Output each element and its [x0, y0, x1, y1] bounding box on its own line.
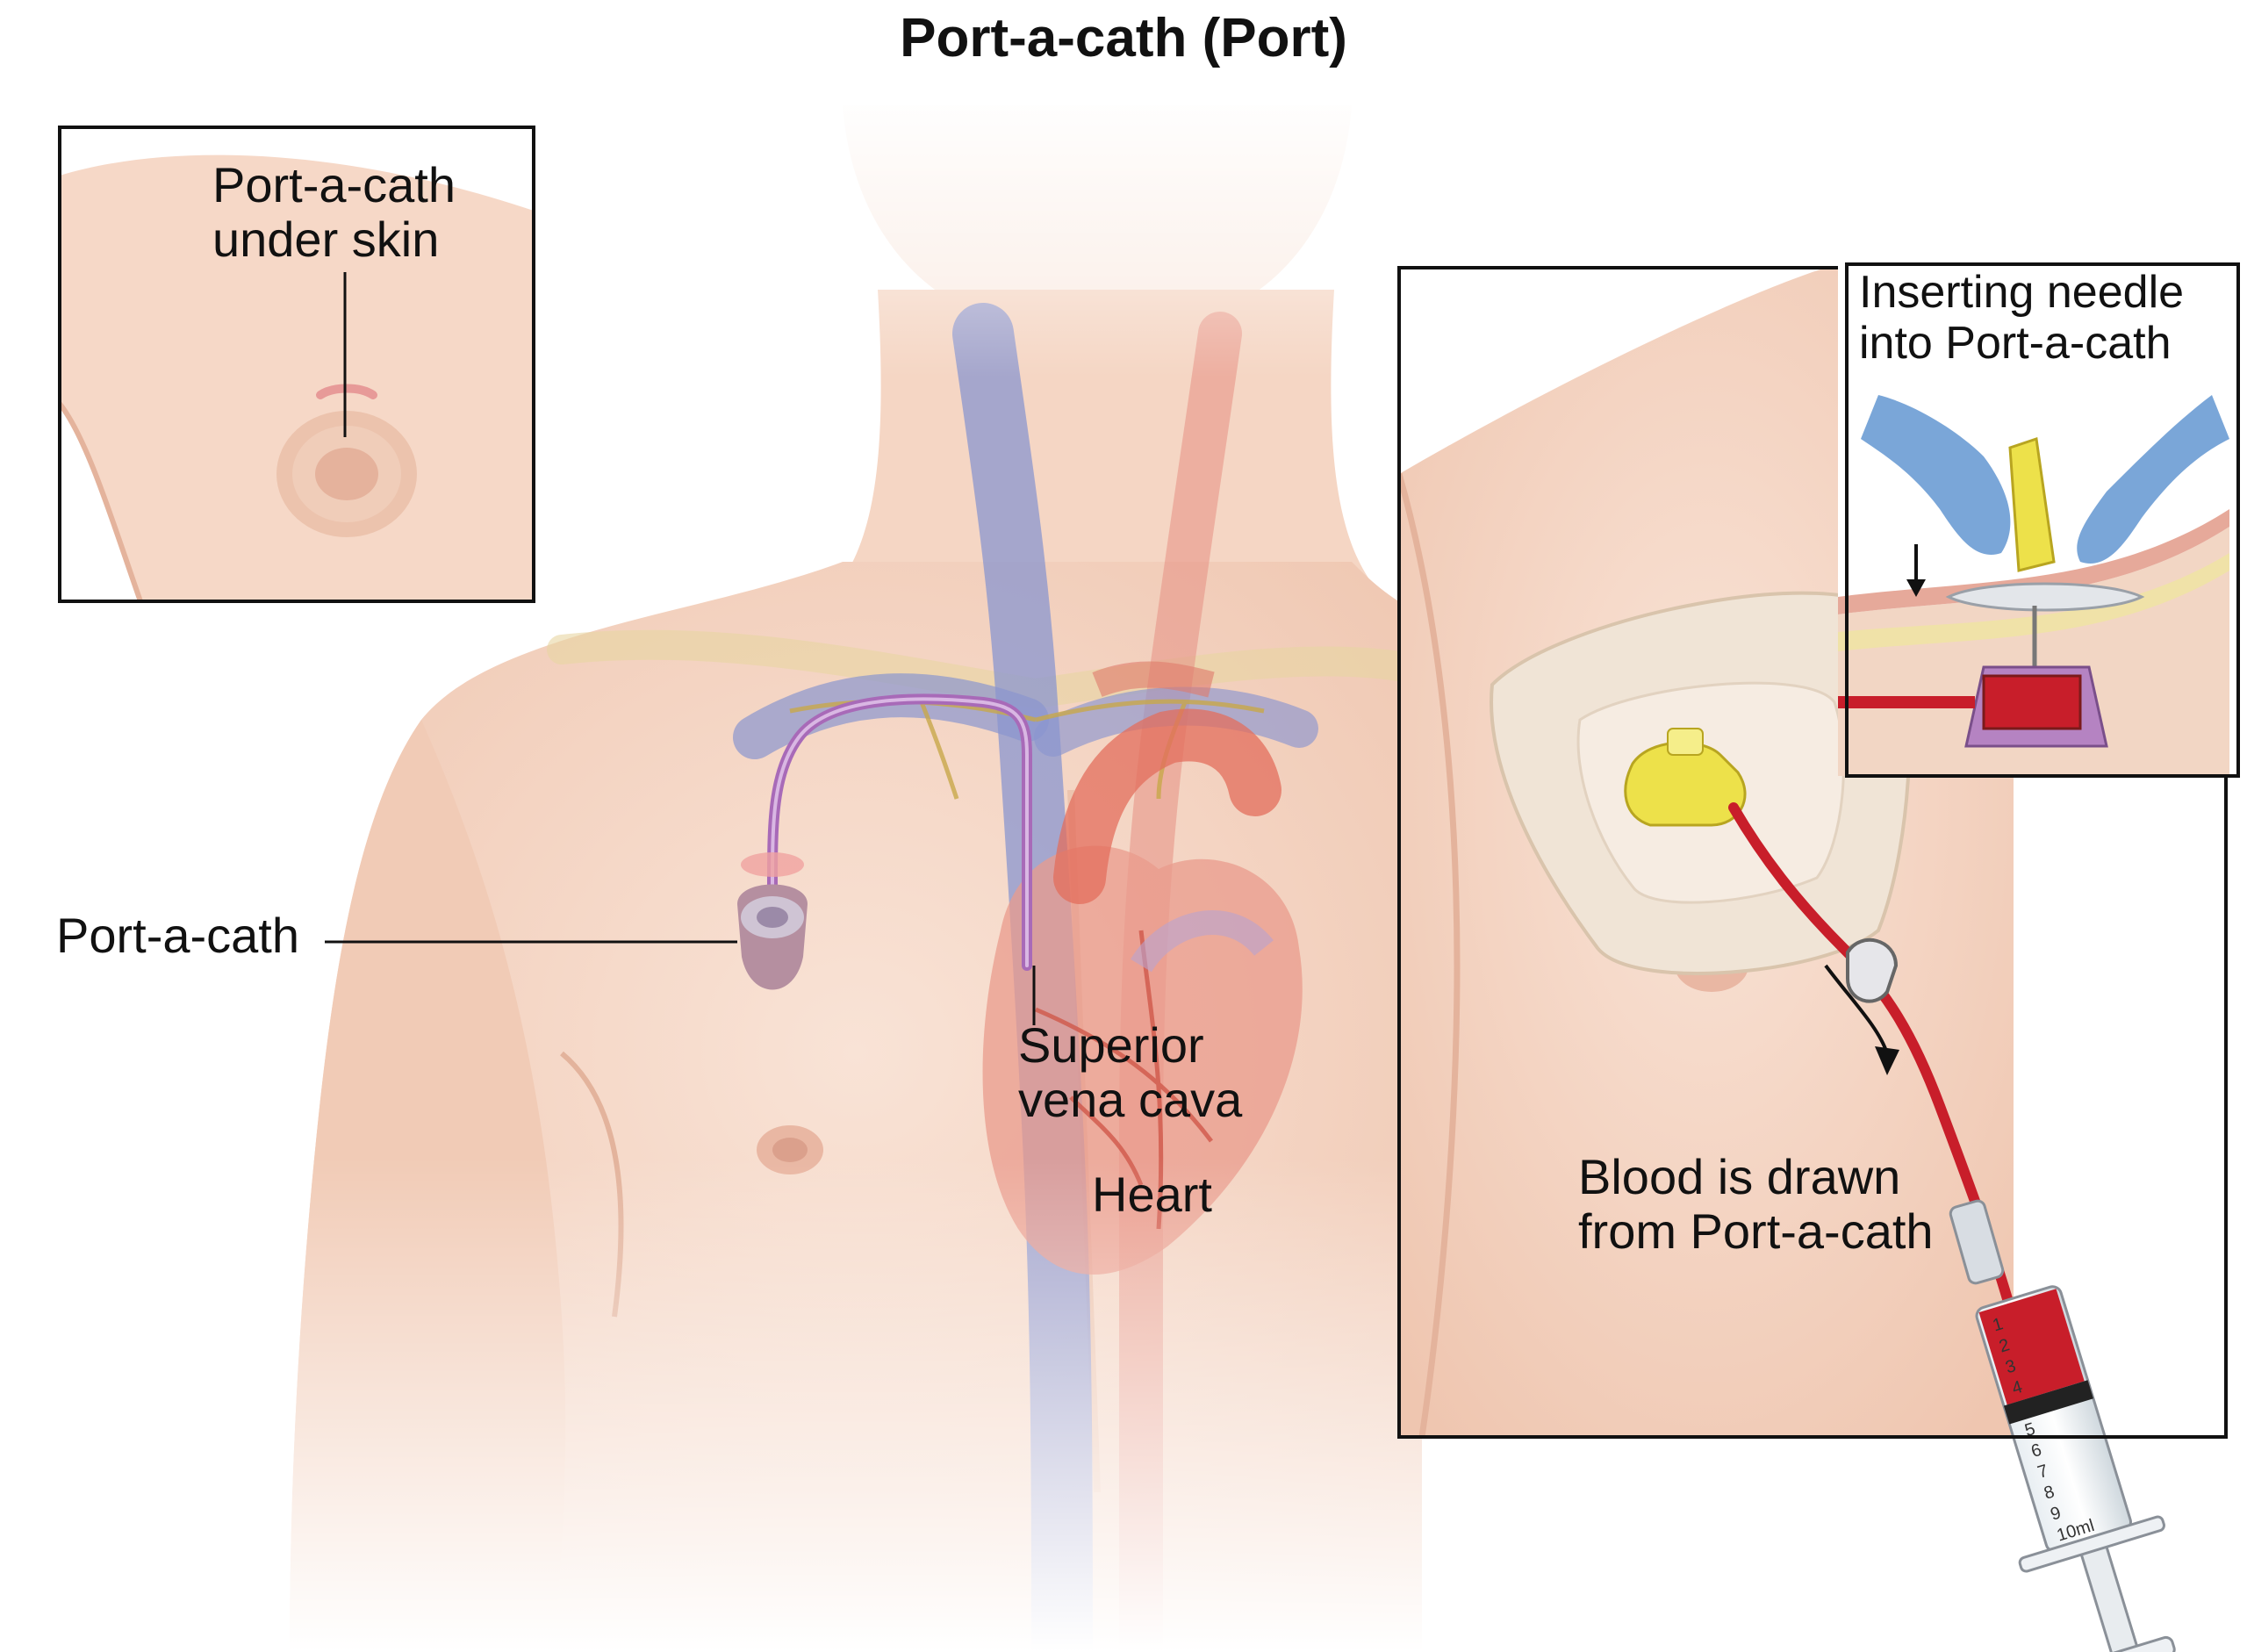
label-superior-vena-cava: Superior vena cava	[1018, 1018, 1242, 1127]
label-line: into Port-a-cath	[1859, 318, 2172, 369]
label-line: Port-a-cath	[212, 157, 456, 212]
label-blood-drawn: Blood is drawn from Port-a-cath	[1578, 1150, 1934, 1259]
label-heart: Heart	[1092, 1167, 1212, 1222]
label-line: Superior	[1018, 1017, 1204, 1073]
label-line: under skin	[212, 212, 440, 267]
label-port-under-skin: Port-a-cath under skin	[212, 158, 456, 267]
inset-inserting-needle	[1838, 262, 2240, 778]
syringe: 1 2 3 4 5 6 7 8 9 10ml	[1975, 1285, 2176, 1652]
page-title: Port-a-cath (Port)	[900, 8, 1347, 68]
label-line: vena cava	[1018, 1072, 1243, 1127]
syringe-scale: 1 2 3 4 5 6 7 8 9 10ml	[1991, 1314, 2097, 1545]
label-inserting-needle: Inserting needle into Port-a-cath	[1859, 267, 2184, 369]
huber-needle	[1624, 728, 1747, 827]
label-line: Blood is drawn	[1578, 1149, 1901, 1204]
label-line: Inserting needle	[1859, 267, 2185, 318]
inset-port-under-skin	[58, 126, 535, 603]
label-port: Port-a-cath	[56, 908, 299, 963]
label-line: from Port-a-cath	[1578, 1203, 1934, 1259]
